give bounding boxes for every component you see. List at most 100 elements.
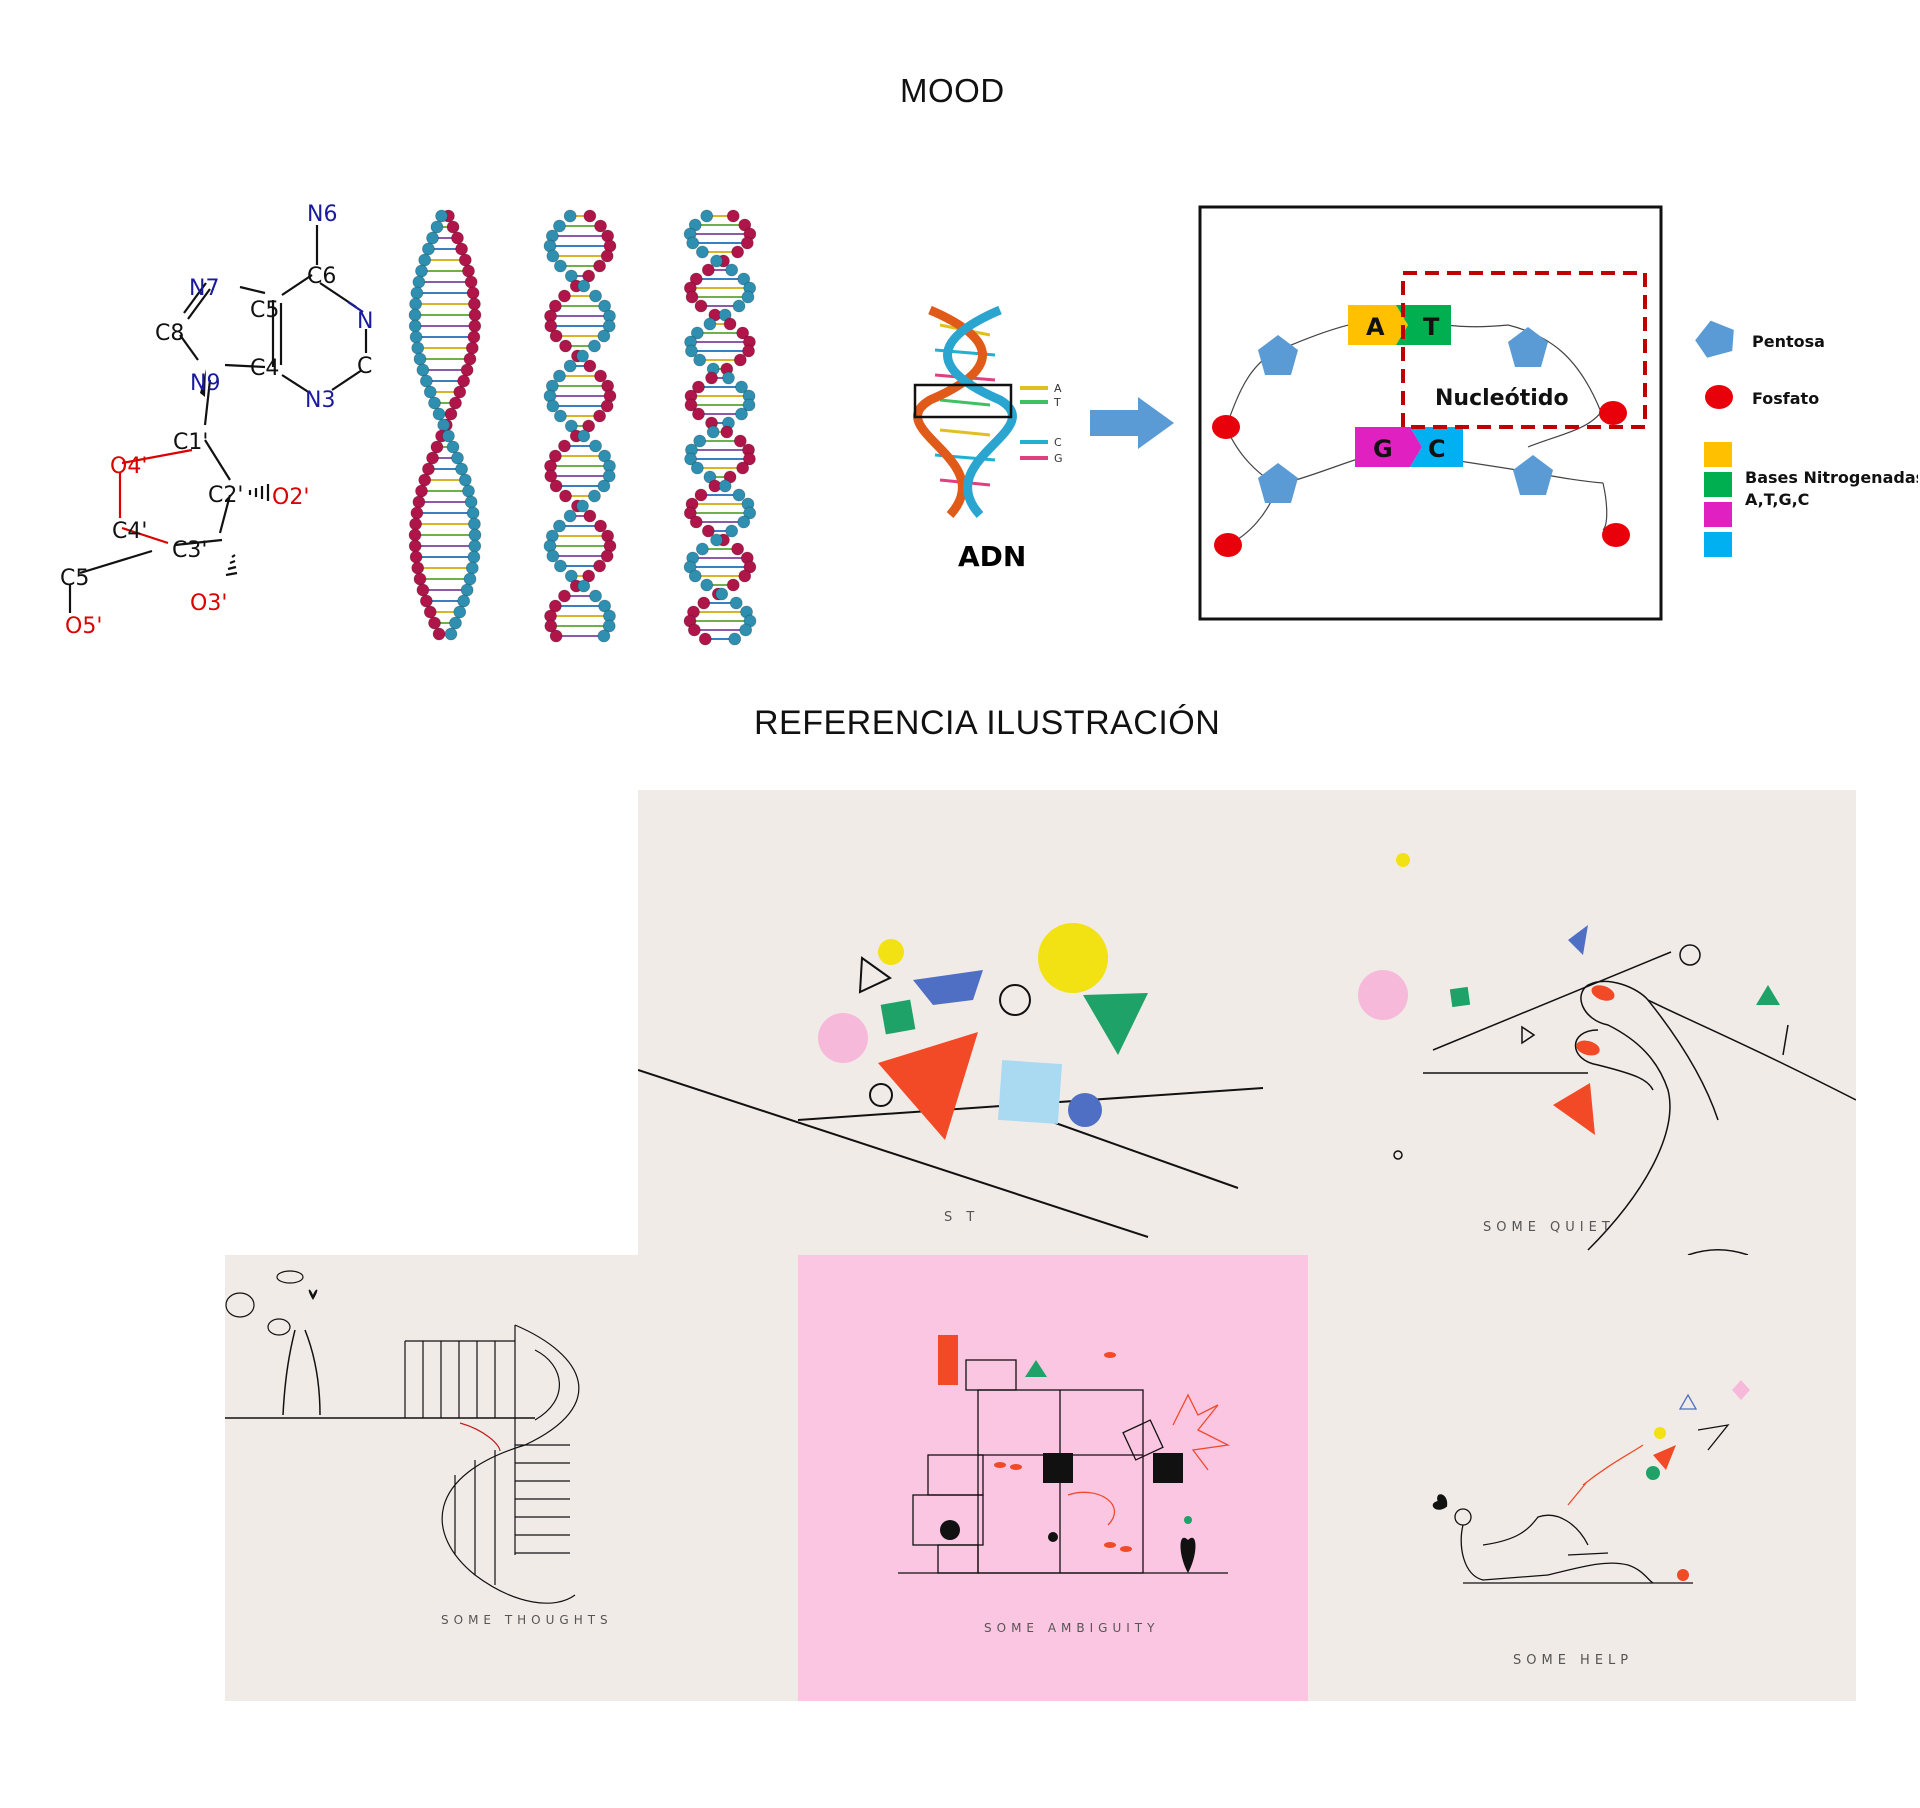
helix-atom xyxy=(410,506,424,520)
helix-atom xyxy=(428,396,441,410)
atom-o4: O4' xyxy=(110,454,147,479)
helix-atom xyxy=(710,254,723,268)
helix-atom xyxy=(412,495,426,509)
pair-bottom-c: C xyxy=(1428,435,1446,463)
helix-atom xyxy=(589,589,602,603)
helix-atom xyxy=(549,479,563,493)
helix-atom xyxy=(684,398,698,412)
helix-atom xyxy=(451,231,464,245)
helix-atom xyxy=(701,263,715,277)
helix-atom xyxy=(411,561,425,575)
helix-atom xyxy=(563,209,577,223)
base-letter-c: C xyxy=(1054,436,1062,449)
adn-label: ADN xyxy=(958,540,1027,573)
base-letter-a: A xyxy=(1054,382,1062,395)
helix-atom xyxy=(409,517,422,531)
helix-atom xyxy=(577,279,591,293)
adn-helix: A T C G xyxy=(913,305,1063,519)
helix-atom xyxy=(416,363,430,377)
helix-atom xyxy=(690,326,704,340)
helix-atom xyxy=(468,297,481,311)
helix-atom xyxy=(725,263,739,277)
helix-atom xyxy=(683,506,697,520)
helix-atom xyxy=(546,549,560,563)
helix-atom xyxy=(577,579,591,593)
helix-atom xyxy=(729,596,743,610)
helix-atom xyxy=(462,484,475,498)
helix-atom xyxy=(415,264,428,278)
helix-atom xyxy=(426,231,439,245)
helix-atom xyxy=(468,517,481,531)
helix-atom xyxy=(558,589,571,603)
helix-atom xyxy=(602,619,616,633)
helix-atom xyxy=(737,272,751,286)
helix-atom xyxy=(583,509,597,523)
mood-heading: MOOD xyxy=(900,72,1005,109)
helix-atom xyxy=(422,242,435,256)
helix-atom xyxy=(553,519,566,533)
dna-helix-model-3 xyxy=(683,209,757,646)
helix-atom xyxy=(726,209,740,223)
atom-n6: N6 xyxy=(307,202,337,227)
caption-some-quiet: SOME QUIET xyxy=(1483,1220,1615,1235)
helix-atom xyxy=(419,374,433,388)
helix-atom xyxy=(409,330,423,344)
helix-atom xyxy=(694,299,708,313)
helix-atom xyxy=(559,489,572,503)
helix-atom xyxy=(690,461,704,475)
helix-atom xyxy=(548,599,562,613)
helix-atom xyxy=(467,330,481,344)
helix-atom xyxy=(430,220,444,234)
helix-atom xyxy=(685,344,698,358)
helix-atom xyxy=(462,264,475,278)
helix-atom xyxy=(726,578,740,592)
helix-atom xyxy=(463,352,477,366)
helix-atom xyxy=(415,484,428,498)
helix-atom xyxy=(446,440,460,454)
helix-atom xyxy=(733,353,747,367)
helix-atom xyxy=(732,488,746,502)
pair-bottom-g: G xyxy=(1373,435,1393,463)
helix-atom xyxy=(741,290,755,304)
helix-atom xyxy=(701,524,715,538)
helix-atom xyxy=(742,398,756,412)
helix-atom xyxy=(408,539,422,553)
helix-atom xyxy=(416,583,430,597)
helix-atom xyxy=(457,374,471,388)
helix-atom xyxy=(446,220,460,234)
legend-bases-sub: A,T,G,C xyxy=(1745,490,1809,509)
atom-c5: C5 xyxy=(250,298,279,323)
helix-atom xyxy=(553,409,567,423)
helix-atom xyxy=(588,339,601,353)
helix-atom xyxy=(409,297,422,311)
helix-atom xyxy=(695,245,709,259)
helix-atom xyxy=(546,399,560,413)
helix-atom xyxy=(444,407,458,421)
helix-atom xyxy=(703,317,717,331)
helix-atom xyxy=(583,359,597,373)
helix-atom xyxy=(437,418,451,432)
helix-atom xyxy=(576,349,589,363)
atom-n3: N3 xyxy=(305,388,335,413)
helix-atom xyxy=(597,329,611,343)
helix-atom xyxy=(408,528,422,542)
helix-atom xyxy=(453,605,467,619)
base-letter-g: G xyxy=(1054,452,1063,465)
legend-pentosa: Pentosa xyxy=(1752,332,1825,351)
helix-atom xyxy=(465,561,479,575)
helix-atom xyxy=(553,259,567,273)
dna-helix-model-1 xyxy=(408,209,482,641)
helix-atom xyxy=(553,219,566,233)
atom-n7: N7 xyxy=(189,276,219,301)
helix-atom xyxy=(593,559,607,573)
helix-atom xyxy=(715,587,729,601)
helix-atom xyxy=(418,473,432,487)
atom-o2: O2' xyxy=(272,485,309,510)
illustration-ambiguity: SOME AMBIGUITY xyxy=(798,1255,1308,1701)
helix-atom xyxy=(413,352,427,366)
helix-atom xyxy=(564,569,578,583)
helix-atom xyxy=(548,299,562,313)
helix-atom xyxy=(553,369,566,383)
helix-atom xyxy=(559,339,572,353)
helix-atom xyxy=(408,319,422,333)
